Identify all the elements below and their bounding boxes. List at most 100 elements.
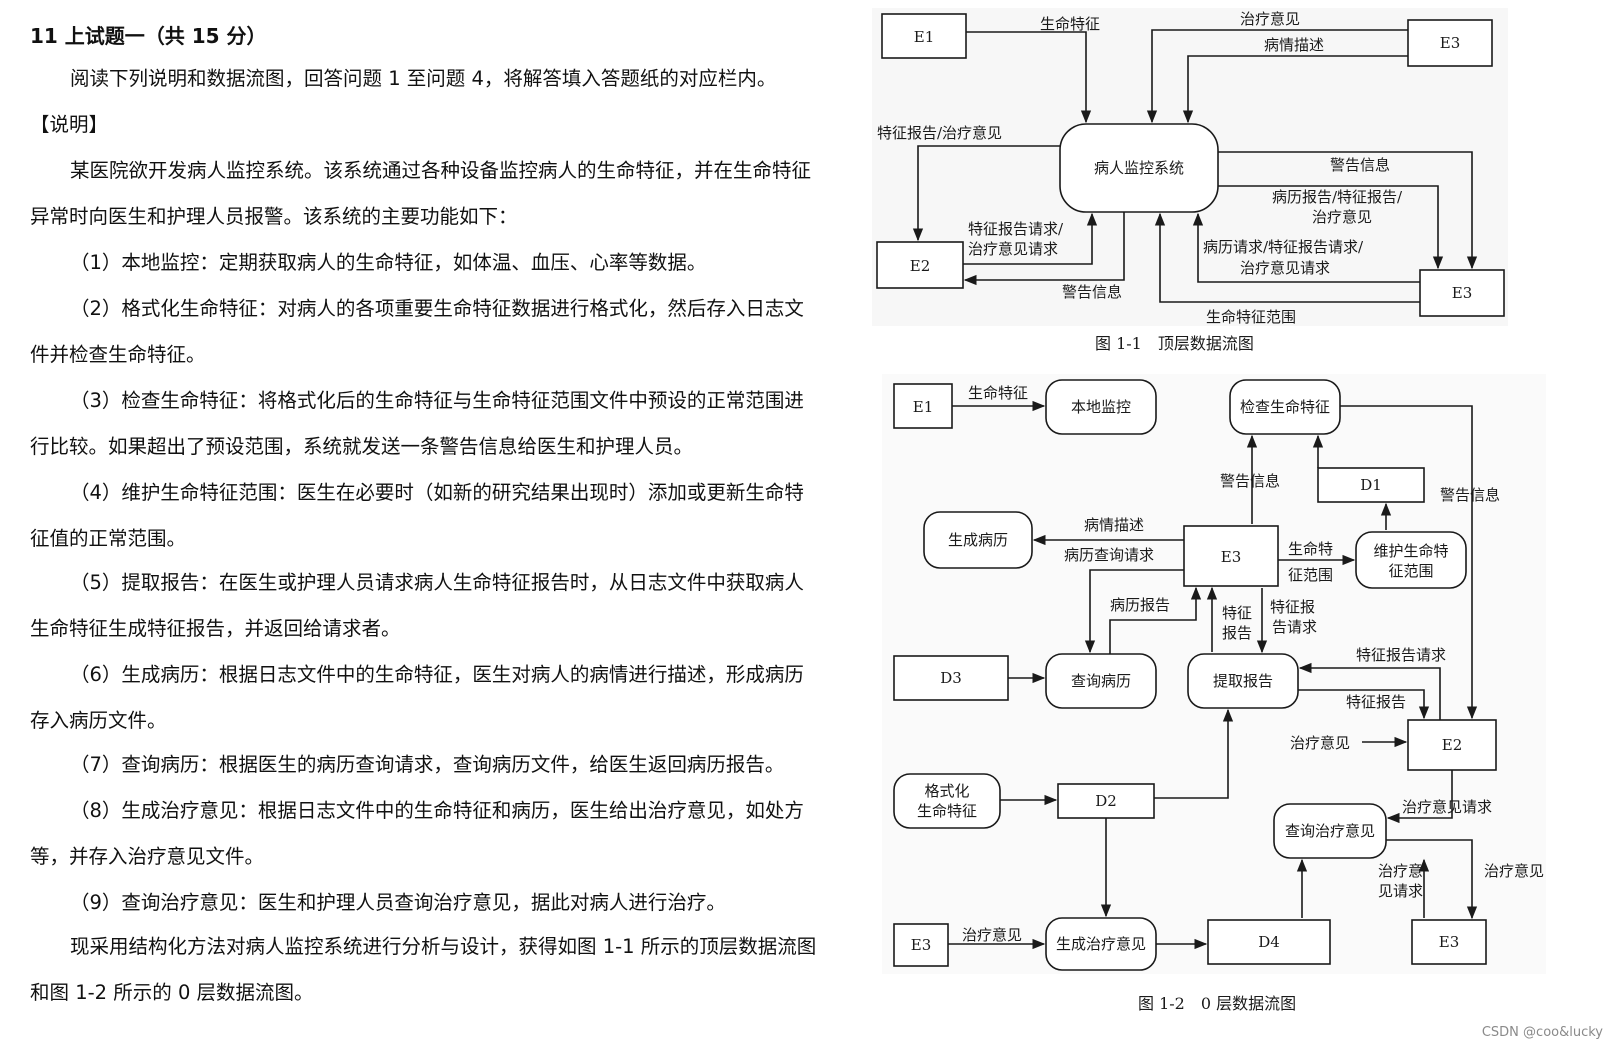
f2-entity-e3-center (1183, 525, 1279, 587)
f2-flow-check-warn-e2 (1340, 405, 1478, 720)
f2-check-label: 检查生命特征 (1240, 398, 1330, 416)
item-6-line-1: （6）生成病历：根据日志文件中的生命特征，医生对病人的病情进行描述，形成病历 (70, 663, 804, 686)
f1-flow-req-e3-label-a: 病历请求/特征报告请求/ (1203, 238, 1364, 256)
f2-extract-label: 提取报告 (1213, 672, 1273, 690)
f1-flow-report-e2-label: 特征报告/治疗意见 (877, 124, 1002, 142)
question-text-panel: 11 上试题一（共 15 分） 阅读下列说明和数据流图，回答问题 1 至问题 4… (30, 24, 816, 1004)
f1-flow-report-to-e2 (912, 145, 1060, 242)
item-4-line-1: （4）维护生命特征范围：医生在必要时（如新的研究结果出现时）添加或更新生命特 (70, 481, 804, 504)
f2-process-format (893, 773, 1001, 829)
f2-store-d3 (893, 655, 1009, 701)
f2-flow-feat-req-label-b: 告请求 (1272, 618, 1317, 636)
f1-flow-warn-e2 (963, 212, 1125, 286)
f1-entity-e3-bottom (1419, 269, 1505, 317)
f2-process-maintain (1355, 531, 1467, 589)
f2-process-query-treat (1273, 803, 1387, 859)
f2-flow-e2-query-treat (1386, 770, 1453, 824)
f1-flow-warn-e3-label: 警告信息 (1330, 156, 1390, 174)
f2-entity-e2 (1407, 719, 1497, 771)
f2-flow-feat-req-label-a: 特征报 (1270, 598, 1315, 616)
f1-flow-vital-label: 生命特征 (1040, 15, 1100, 33)
f1-flow-warn-e2-label: 警告信息 (1062, 283, 1122, 301)
f2-process-check (1229, 379, 1341, 435)
item-5-line-1: （5）提取报告：在医生或护理人员请求病人生命特征报告时，从日志文件中获取病人 (70, 571, 804, 594)
item-1-line-1: （1）本地监控：定期获取病人的生命特征，如体温、血压、心率等数据。 (70, 251, 707, 274)
f1-e1-label: E1 (914, 28, 935, 46)
f2-flow-warn1-label: 警告信息 (1220, 472, 1280, 490)
section-label: 【说明】 (30, 113, 109, 136)
f2-process-query-record (1045, 653, 1157, 709)
figure-1-2-labels: E1 E3 E2 E3 E3 D1 D2 D3 D4 本地监控 检查生命特征 生… (911, 384, 1544, 1013)
f2-flow-query-record-e3 (1109, 586, 1202, 654)
item-9-line-1: （9）查询治疗意见：医生和护理人员查询治疗意见，据此对病人进行治疗。 (70, 891, 726, 914)
f1-entity-e1 (881, 13, 967, 59)
figure-1-2 (882, 374, 1546, 974)
f2-flow-query-treat-e3 (1386, 839, 1478, 920)
f2-process-local (1045, 379, 1157, 435)
item-4-line-2: 征值的正常范围。 (30, 527, 187, 550)
figure-1-1-labels: E1 E3 E2 E3 病人监控系统 生命特征 治疗意见 病情描述 特征报告/治… (877, 10, 1472, 353)
f2-maintain-label-b: 征范围 (1388, 562, 1433, 580)
description-line-1: 某医院欲开发病人监控系统。该系统通过各种设备监控病人的生命特征，并在生命特征 (70, 159, 812, 182)
f2-flow-feat-req-label: 特征报告请求 (1356, 646, 1446, 664)
item-7-line-1: （7）查询病历：根据医生的病历查询请求，查询病历文件，给医生返回病历报告。 (70, 753, 785, 776)
f2-e3-right-label: E3 (1439, 933, 1460, 951)
item-3-line-2: 行比较。如果超出了预设范围，系统就发送一条警告信息给医生和护理人员。 (30, 435, 694, 458)
f1-flow-req-e2-label-b: 治疗意见请求 (968, 240, 1058, 258)
f2-process-extract (1187, 653, 1299, 709)
f2-flow-warn2-label: 警告信息 (1440, 486, 1500, 504)
question-title: 11 上试题一（共 15 分） (30, 24, 267, 48)
f1-flow-treat-label: 治疗意见 (1240, 10, 1300, 28)
f1-flow-req-from-e2 (963, 212, 1098, 265)
f1-flow-cond-label: 病情描述 (1264, 36, 1324, 54)
f2-format-label-b: 生命特征 (917, 802, 977, 820)
f2-flow-vital-label: 生命特征 (968, 384, 1028, 402)
f2-maintain-label-a: 维护生命特 (1373, 542, 1448, 560)
f1-entity-e2 (876, 241, 964, 289)
f2-flow-treat2-label: 治疗意见 (1484, 862, 1544, 880)
f2-local-label: 本地监控 (1071, 398, 1131, 416)
f1-center-label: 病人监控系统 (1094, 159, 1184, 177)
item-5-line-2: 生命特征生成特征报告，并返回给请求者。 (30, 617, 401, 640)
item-2-line-2: 件并检查生命特征。 (30, 343, 206, 366)
figure-1-1 (872, 8, 1508, 326)
f2-store-d1 (1317, 467, 1425, 503)
f2-e2-label: E2 (1442, 736, 1463, 754)
f1-flow-req-e3-label-b: 治疗意见请求 (1240, 259, 1330, 277)
f2-store-d2 (1057, 783, 1155, 819)
f1-flow-report-to-e3 (1218, 185, 1444, 270)
f2-flow-rec-rep-label: 病历报告 (1110, 596, 1170, 614)
f1-flow-report-e3-label-a: 病历报告/特征报告/ (1272, 188, 1403, 206)
f2-flow-extract-e2 (1298, 689, 1430, 720)
item-8-line-1: （8）生成治疗意见：根据日志文件中的生命特征和病历，医生给出治疗意见，如处方 (70, 799, 804, 822)
f2-query-treat-label: 查询治疗意见 (1285, 822, 1375, 840)
f1-e2-label: E2 (910, 257, 931, 275)
f2-e3-bottom-label: E3 (911, 936, 932, 954)
f2-flow-vital2-label-b: 征范围 (1288, 566, 1333, 584)
f2-caption: 图 1-2 0 层数据流图 (1138, 994, 1296, 1013)
item-6-line-2: 存入病历文件。 (30, 709, 167, 732)
f1-entity-e3-top (1407, 19, 1493, 67)
f2-query-record-label: 查询病历 (1071, 672, 1131, 690)
f2-flow-rec-req-label: 病历查询请求 (1064, 546, 1154, 564)
f2-entity-e3-bottom (893, 923, 949, 967)
f2-flow-d2-extract (1154, 708, 1234, 799)
intro-paragraph: 阅读下列说明和数据流图，回答问题 1 至问题 4，将解答填入答题纸的对应栏内。 (70, 67, 777, 90)
f1-flow-warn-e3 (1218, 151, 1478, 270)
f2-flow-e3-query-record (1084, 569, 1184, 654)
f2-process-record (923, 511, 1033, 569)
f2-d3-label: D3 (940, 669, 962, 687)
f2-d2-label: D2 (1095, 792, 1117, 810)
f2-flow-treat-req2-label-b: 见请求 (1378, 882, 1423, 900)
f2-flow-e2-extract (1298, 662, 1441, 720)
f2-flow-treat-req-label: 治疗意见请求 (1402, 798, 1492, 816)
f2-flow-treat3-label: 治疗意见 (962, 926, 1022, 944)
f1-flow-treat (1146, 29, 1408, 124)
item-2-line-1: （2）格式化生命特征：对病人的各项重要生命特征数据进行格式化，然后存入日志文 (70, 297, 804, 320)
f1-flow-cond (1182, 55, 1408, 124)
f1-flow-range (1154, 212, 1420, 303)
f1-flow-req-e2-label-a: 特征报告请求/ (968, 220, 1064, 238)
f2-entity-e3-right (1411, 919, 1487, 965)
f1-e3-top-label: E3 (1440, 34, 1461, 52)
